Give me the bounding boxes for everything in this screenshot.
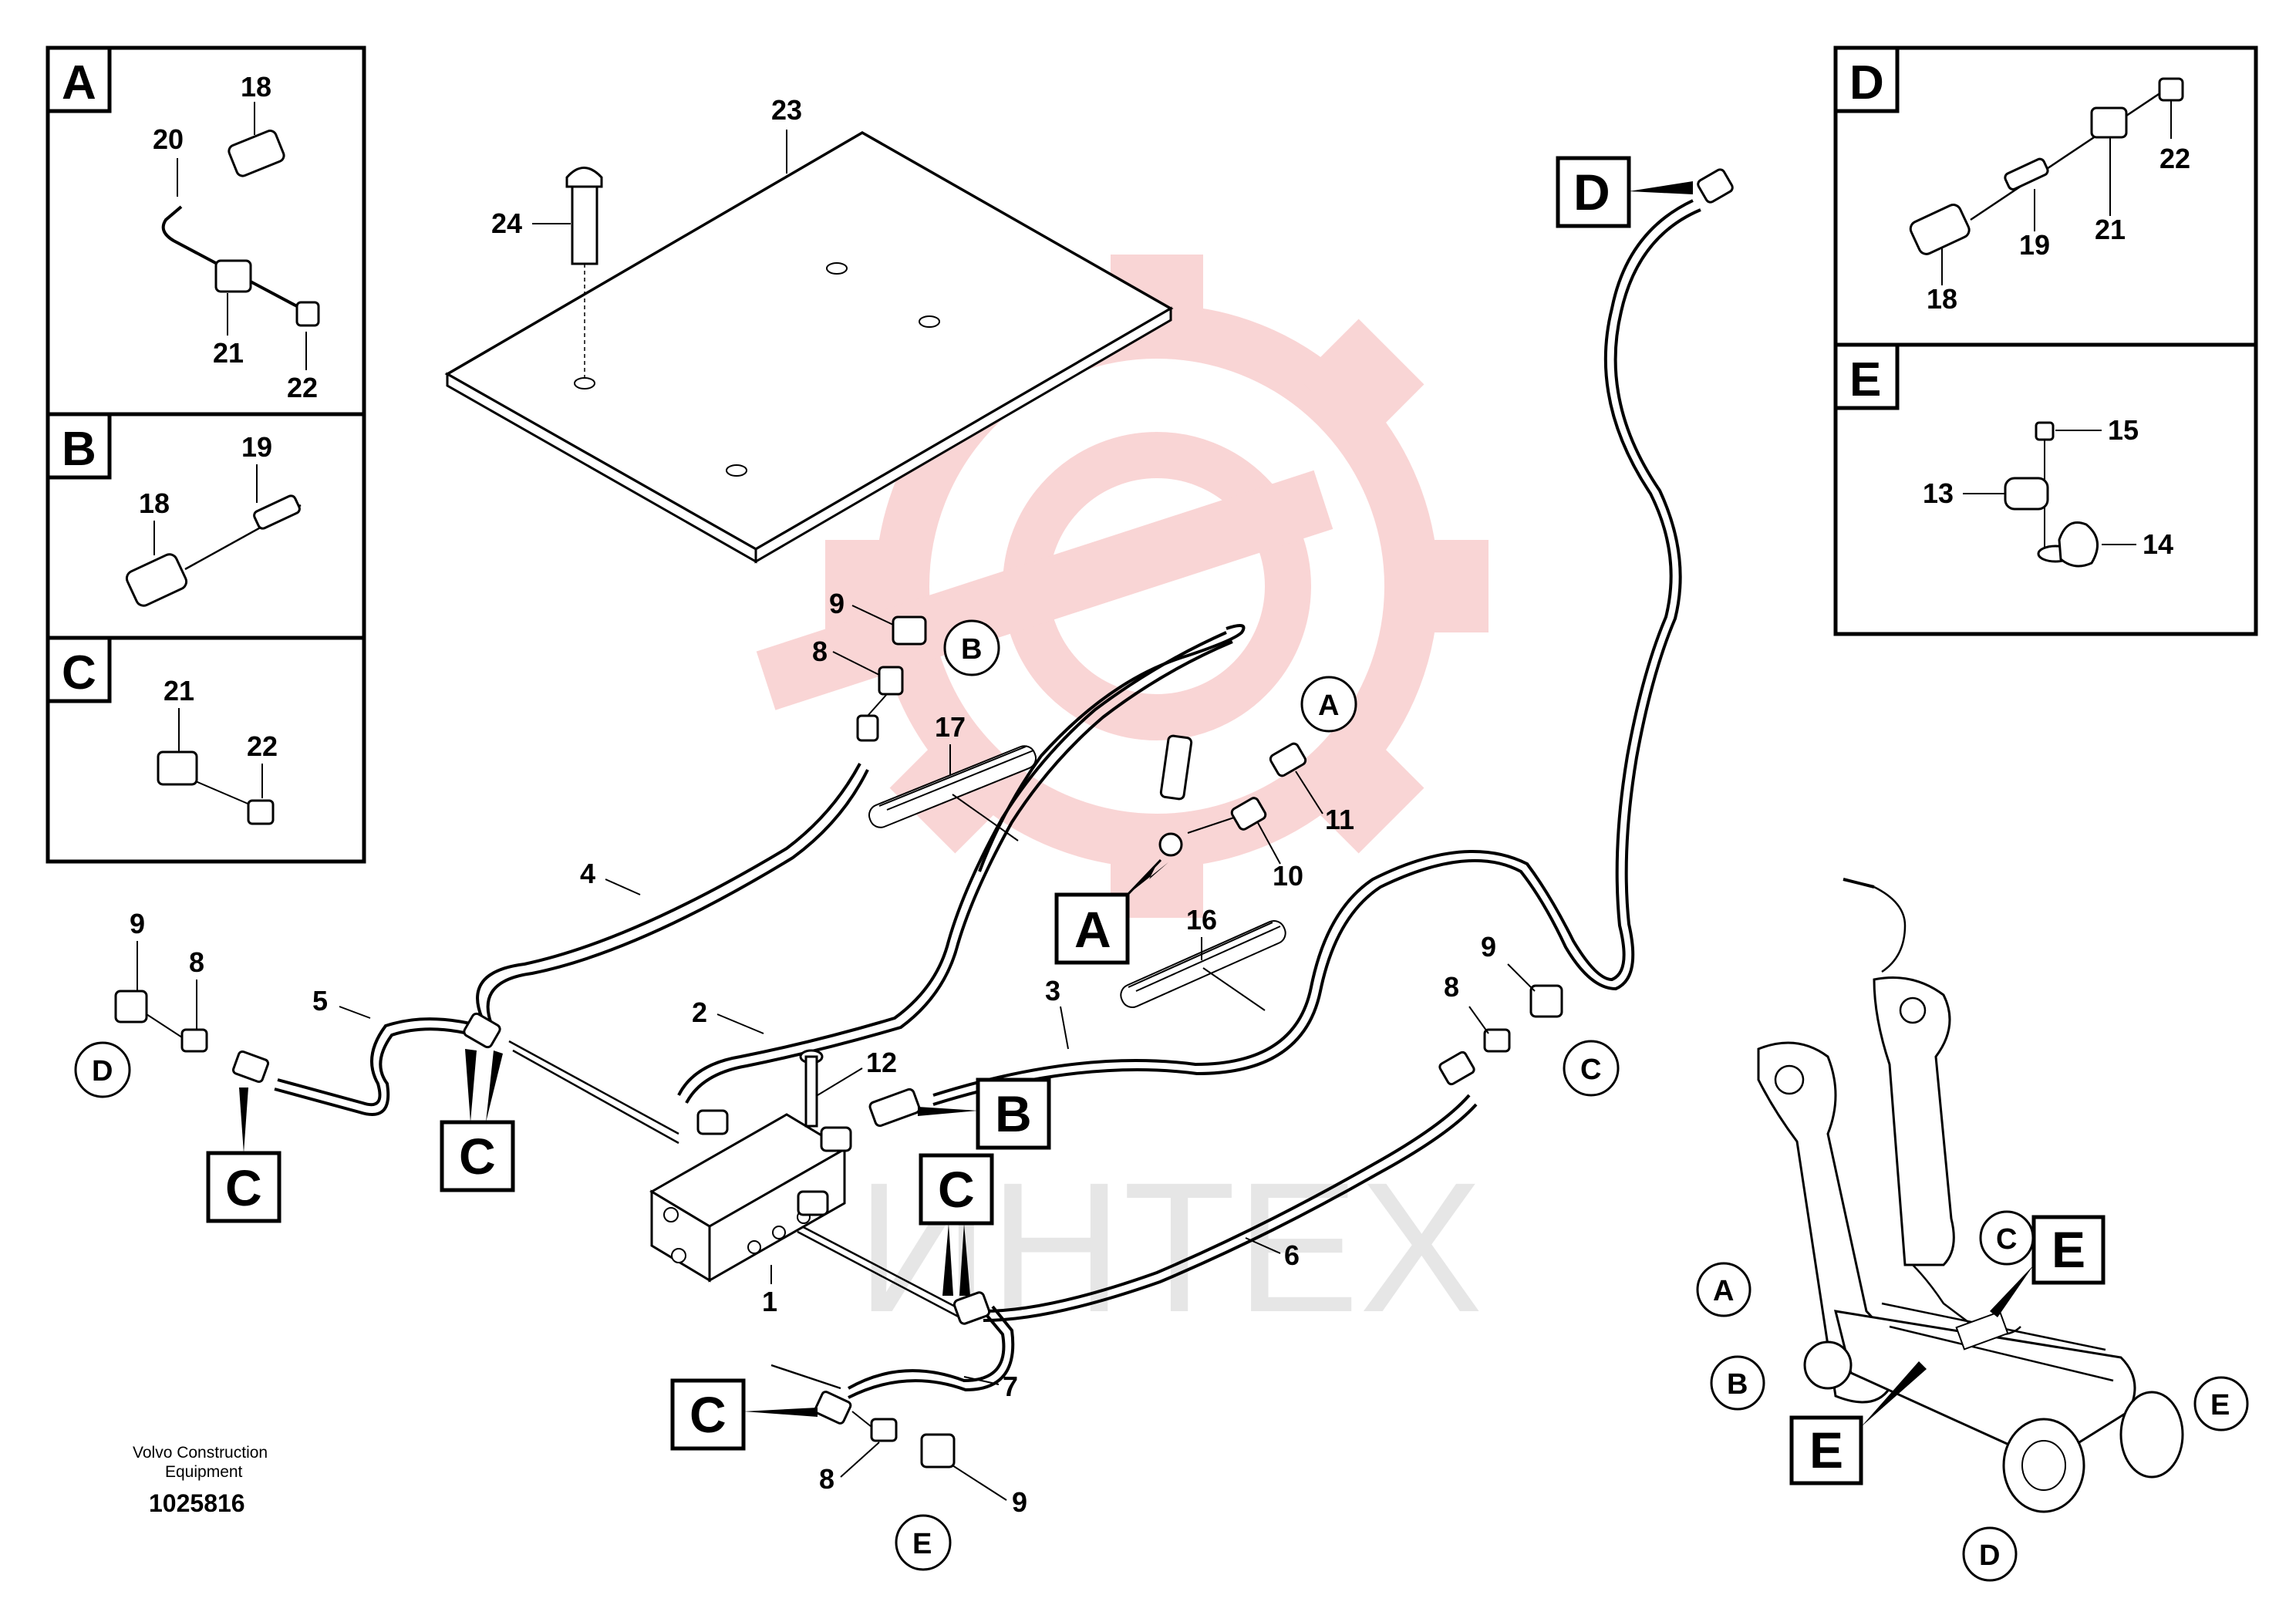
callout-9b: 9	[130, 908, 145, 939]
svg-text:A: A	[1074, 901, 1111, 958]
svg-text:D: D	[1979, 1539, 2000, 1572]
inset-e-letter: E	[1849, 353, 1881, 406]
mini-circle-d: D	[1962, 1526, 2018, 1582]
circle-tag-a-top: A	[1300, 676, 1357, 733]
svg-text:C: C	[225, 1159, 262, 1216]
svg-text:C: C	[1996, 1223, 2017, 1256]
tag-d-top: D	[1556, 156, 1693, 228]
svg-text:C: C	[1580, 1054, 1601, 1086]
callout-16: 16	[1186, 904, 1217, 936]
tag-c-mid: C	[440, 1049, 515, 1192]
circle-tag-d-left: D	[74, 1041, 131, 1098]
tag-b-main: B	[918, 1077, 1051, 1150]
inset-c-letter: C	[62, 646, 96, 700]
mini-circle-e: E	[2193, 1376, 2249, 1431]
svg-text:A: A	[1318, 690, 1339, 722]
callout-8c: 8	[1444, 971, 1459, 1003]
inset-c: C 21 22	[46, 636, 366, 864]
svg-text:C: C	[459, 1128, 496, 1185]
tag-c-left: C	[206, 1088, 282, 1223]
tag-a-main: A	[1054, 858, 1168, 965]
inset-d-label-19: 19	[2019, 229, 2050, 261]
inset-a-label-20: 20	[153, 123, 184, 155]
tag-c-center: C	[919, 1153, 994, 1296]
svg-text:B: B	[995, 1085, 1032, 1142]
mini-circle-a: A	[1696, 1262, 1752, 1317]
callout-2: 2	[692, 996, 707, 1028]
callout-8d: 8	[819, 1463, 834, 1495]
circle-tag-b-top: B	[943, 619, 1000, 676]
inset-c-label-22: 22	[247, 730, 278, 762]
inset-d-label-22: 22	[2159, 143, 2190, 174]
inset-b: B 19 18	[46, 412, 366, 640]
machine-overview	[1757, 878, 2184, 1513]
svg-text:C: C	[689, 1386, 727, 1443]
svg-text:B: B	[1727, 1368, 1748, 1401]
svg-text:E: E	[912, 1528, 932, 1560]
footer-drawing-number: 1025816	[149, 1489, 245, 1517]
inset-e-label-13: 13	[1923, 477, 1954, 509]
svg-text:E: E	[2052, 1221, 2085, 1278]
spring-16	[1120, 920, 1286, 1008]
svg-text:B: B	[961, 633, 982, 666]
callout-10: 10	[1273, 860, 1303, 892]
mini-tag-e-bottom: E	[1789, 1361, 1927, 1485]
callout-6: 6	[1284, 1239, 1300, 1271]
callout-17: 17	[935, 711, 966, 743]
inset-a-label-21: 21	[213, 337, 244, 369]
callout-9c: 9	[1481, 931, 1496, 963]
callout-7: 7	[1003, 1371, 1018, 1402]
inset-d-label-21: 21	[2095, 214, 2126, 245]
callout-23: 23	[771, 94, 802, 126]
svg-text:A: A	[1713, 1275, 1734, 1307]
callout-5: 5	[312, 985, 328, 1017]
callout-8b: 8	[189, 946, 204, 978]
tag-c-bottom: C	[670, 1378, 818, 1451]
callout-1: 1	[762, 1286, 777, 1317]
callout-8a: 8	[812, 636, 828, 667]
inset-b-label-19: 19	[241, 431, 272, 463]
inset-a-label-18: 18	[241, 71, 271, 103]
hoses	[274, 199, 1701, 1399]
inset-e-label-14: 14	[2143, 528, 2173, 560]
watermark-gear-logo	[756, 255, 1489, 918]
mini-tag-e-top: E	[1990, 1215, 2106, 1317]
callout-9d: 9	[1012, 1486, 1027, 1518]
circle-tag-c-right: C	[1563, 1040, 1620, 1097]
svg-text:D: D	[1573, 164, 1610, 221]
callout-12: 12	[866, 1047, 897, 1078]
inset-b-label-18: 18	[139, 487, 170, 519]
inset-a-letter: A	[62, 56, 96, 110]
inset-e-label-15: 15	[2108, 414, 2139, 446]
inset-a-label-22: 22	[287, 372, 318, 403]
callout-24: 24	[491, 207, 522, 239]
callout-3: 3	[1045, 975, 1060, 1007]
svg-text:D: D	[92, 1055, 113, 1088]
mini-circle-b: B	[1710, 1355, 1765, 1411]
inset-d: D 21 22 19 18	[1833, 46, 2258, 347]
inset-d-label-18: 18	[1927, 283, 1957, 315]
valve-block	[649, 1109, 852, 1283]
svg-text:E: E	[1809, 1421, 1843, 1479]
callout-11: 11	[1325, 804, 1354, 835]
footer-company-line2: Equipment	[165, 1463, 243, 1481]
bolt-12	[799, 1049, 824, 1128]
callout-4: 4	[580, 858, 595, 889]
svg-text:C: C	[938, 1161, 975, 1218]
footer-company-line1: Volvo Construction	[133, 1444, 268, 1462]
svg-text:E: E	[2210, 1389, 2230, 1421]
callout-9a: 9	[829, 588, 845, 619]
bolt-24	[565, 167, 603, 378]
inset-b-letter: B	[62, 423, 96, 476]
inset-d-letter: D	[1849, 56, 1884, 110]
inset-a: A 18 20 21 22	[46, 46, 366, 416]
inset-e: E 15 13 14	[1833, 342, 2258, 636]
mounting-plate	[444, 130, 1174, 564]
circle-tag-e-bottom: E	[895, 1514, 952, 1571]
inset-c-label-21: 21	[164, 675, 194, 706]
mini-circle-c: C	[1979, 1210, 2035, 1266]
fittings	[114, 168, 1734, 1469]
